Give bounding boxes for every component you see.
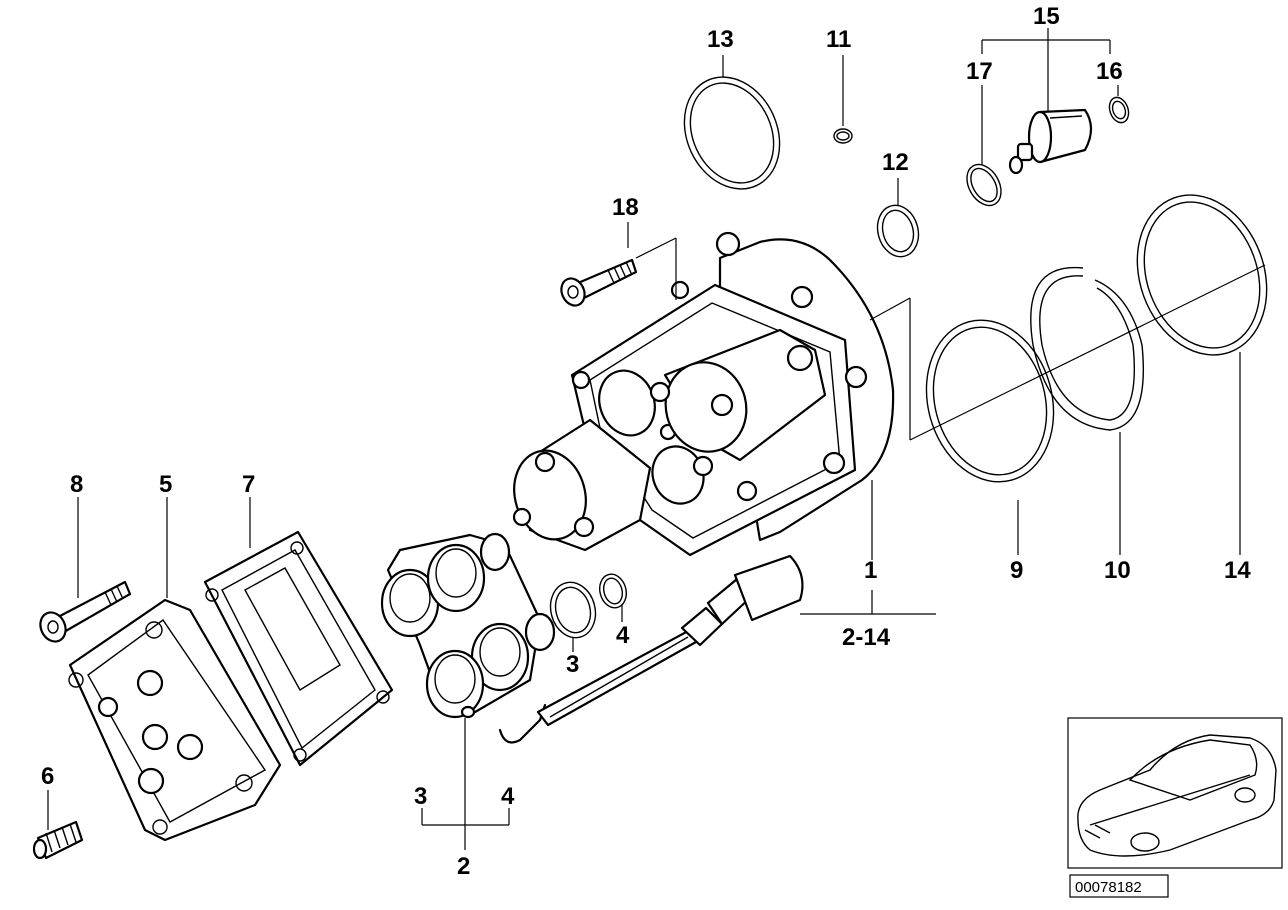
- callout-7: 7: [242, 471, 255, 498]
- callout-14: 14: [1224, 557, 1251, 584]
- callout-4-ring: 4: [616, 622, 630, 649]
- callout-10: 10: [1104, 557, 1131, 584]
- callout-6: 6: [41, 763, 54, 790]
- callout-9: 9: [1010, 557, 1023, 584]
- car-icon: [1077, 734, 1277, 857]
- callout-2: 2: [457, 853, 470, 880]
- callout-13: 13: [707, 26, 734, 53]
- callouts: 13 11 15 17 16 12 18 8 5 7 1 9 10 14 2-1…: [41, 3, 1251, 880]
- reference-code: 00078182: [1075, 879, 1142, 896]
- callout-15: 15: [1033, 3, 1060, 30]
- seal-ring-14[interactable]: [1116, 177, 1288, 374]
- stud-6[interactable]: [32, 820, 84, 860]
- callout-3-ring: 3: [566, 651, 579, 678]
- o-ring-17[interactable]: [960, 158, 1008, 211]
- leader-lines: [47, 28, 1266, 850]
- callout-1: 1: [864, 557, 877, 584]
- callout-5: 5: [159, 471, 172, 498]
- seal-ring-9[interactable]: [909, 306, 1071, 497]
- o-ring-4[interactable]: [596, 571, 630, 611]
- o-ring-3[interactable]: [545, 577, 602, 642]
- gasket-7[interactable]: [203, 530, 394, 767]
- callout-3-group: 3: [414, 783, 427, 810]
- reference-code-box: 00078182: [1069, 874, 1169, 898]
- snap-ring-10[interactable]: [1030, 266, 1145, 431]
- callout-18: 18: [612, 194, 639, 221]
- solenoid-block-2[interactable]: [380, 532, 556, 719]
- callout-4-group: 4: [501, 783, 515, 810]
- bolt-8[interactable]: [36, 580, 132, 646]
- sensor-15[interactable]: [1008, 108, 1093, 175]
- callout-12: 12: [882, 149, 909, 176]
- callout-2-14: 2-14: [842, 624, 891, 651]
- callout-11: 11: [826, 26, 851, 53]
- o-ring-16[interactable]: [1106, 95, 1132, 126]
- callout-16: 16: [1096, 58, 1123, 85]
- valve-housing-1[interactable]: [505, 231, 895, 557]
- seal-ring-13[interactable]: [667, 61, 798, 204]
- cover-plate-5[interactable]: [68, 598, 282, 842]
- callout-8: 8: [70, 471, 83, 498]
- bolt-18[interactable]: [557, 258, 638, 309]
- o-ring-11[interactable]: [833, 128, 853, 144]
- callout-17: 17: [966, 58, 993, 85]
- vehicle-thumbnail: [1067, 717, 1283, 869]
- wiring-harness[interactable]: [498, 554, 804, 744]
- o-ring-12[interactable]: [872, 201, 924, 262]
